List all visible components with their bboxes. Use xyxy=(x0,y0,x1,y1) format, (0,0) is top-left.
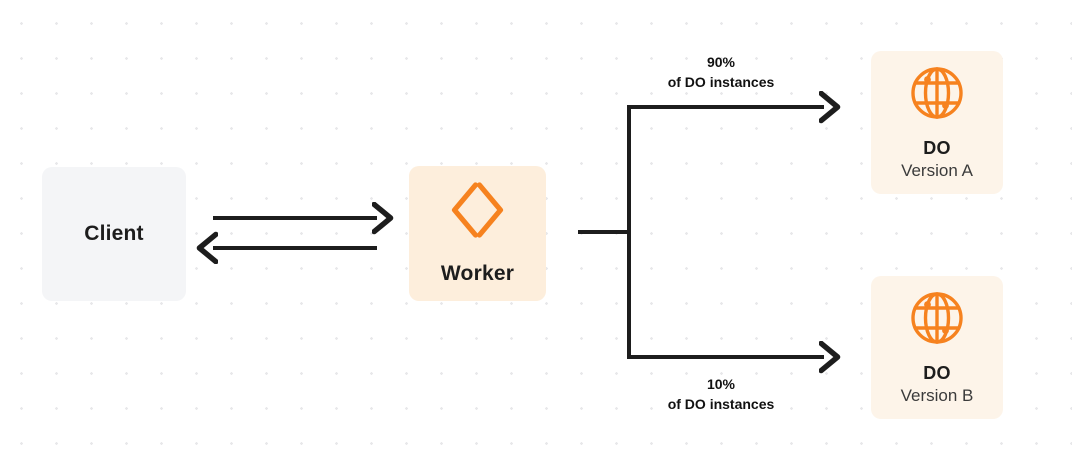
edge-label-do-a: 90% of DO instances xyxy=(616,52,826,93)
cloudflare-workers-icon xyxy=(448,181,508,244)
node-client: Client xyxy=(42,167,186,301)
node-worker-label: Worker xyxy=(440,262,515,285)
edge-label-do-a-percent: 90% xyxy=(706,54,736,70)
node-do-a-sublabel: Version A xyxy=(901,160,973,180)
edge-label-do-b-percent: 10% xyxy=(706,376,736,392)
node-do-b-sublabel: Version B xyxy=(900,385,974,405)
edge-label-do-b: 10% of DO instances xyxy=(616,374,826,415)
globe-icon xyxy=(909,65,965,126)
node-do-version-b: DO Version B xyxy=(871,276,1003,419)
node-worker: Worker xyxy=(409,166,546,301)
node-do-b-label: DO xyxy=(923,362,951,383)
globe-icon xyxy=(909,290,965,351)
node-do-a-label: DO xyxy=(923,137,951,158)
edge-label-do-b-caption: of DO instances xyxy=(667,396,775,413)
node-do-version-a: DO Version A xyxy=(871,51,1003,194)
edge-label-do-a-caption: of DO instances xyxy=(667,74,775,91)
node-client-label: Client xyxy=(84,222,144,245)
